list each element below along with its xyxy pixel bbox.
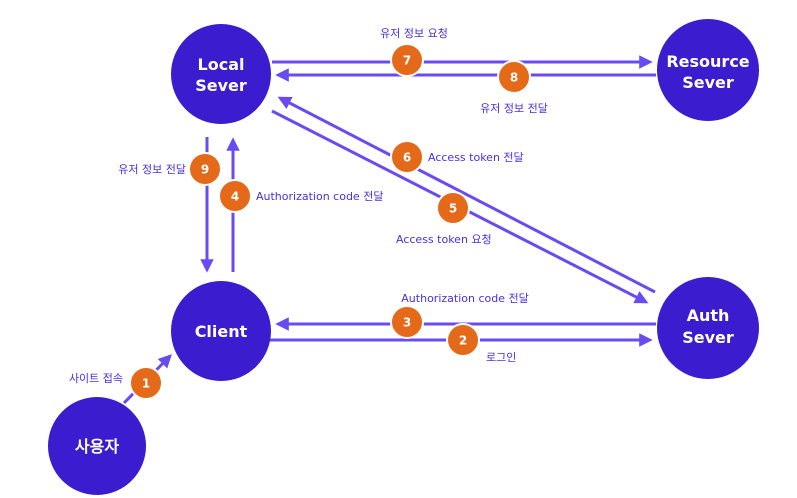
step-2-badge-circle — [446, 323, 480, 357]
node-resource-server: Resource Sever — [657, 19, 759, 121]
node-local-server-line1: Local — [198, 55, 245, 74]
node-resource-server-circle — [657, 19, 759, 121]
node-resource-server-line2: Sever — [682, 73, 734, 92]
node-client-line1: Client — [195, 322, 248, 341]
step-labels: 유저 정보 요청 유저 정보 전달 유저 정보 전달 Authorization… — [69, 27, 548, 385]
step-5-number: 5 — [449, 202, 457, 216]
step-7-badge: 7 — [390, 43, 424, 77]
node-resource-server-line1: Resource — [666, 52, 749, 71]
step-9-label: 유저 정보 전달 — [118, 163, 186, 176]
step-8-label: 유저 정보 전달 — [480, 102, 548, 115]
step-4-number: 4 — [231, 190, 239, 204]
node-auth-server-line1: Auth — [687, 306, 730, 325]
step-6-badge: 6 — [390, 140, 424, 174]
step-3-badge: 3 — [390, 305, 424, 339]
step-3-number: 3 — [403, 316, 411, 330]
step-9-badge-circle — [188, 152, 222, 186]
step-4-badge: 4 — [218, 179, 252, 213]
step-6-number: 6 — [403, 151, 411, 165]
step-8-number: 8 — [510, 71, 518, 85]
step-1-number: 1 — [142, 377, 150, 391]
step-3-label: Authorization code 전달 — [401, 292, 528, 305]
step-2-label: 로그인 — [486, 351, 516, 364]
node-client-circle — [171, 281, 271, 381]
node-local-server-circle — [171, 24, 271, 124]
edge-access-token-response — [277, 96, 656, 294]
node-local-server: Local Sever — [171, 24, 271, 124]
step-7-badge-circle — [390, 43, 424, 77]
node-local-server-line2: Sever — [195, 76, 247, 95]
step-badges: 7 8 9 4 6 5 3 2 — [129, 43, 531, 400]
node-auth-server-circle — [657, 277, 759, 379]
step-2-number: 2 — [459, 334, 467, 348]
step-1-label: 사이트 접속 — [69, 372, 123, 385]
step-3-badge-circle — [390, 305, 424, 339]
step-5-badge: 5 — [436, 191, 470, 225]
step-1-badge: 1 — [129, 366, 163, 400]
node-user: 사용자 — [48, 397, 146, 495]
step-2-badge: 2 — [446, 323, 480, 357]
step-1-badge-circle — [129, 366, 163, 400]
step-4-badge-circle — [218, 179, 252, 213]
step-8-badge: 8 — [497, 60, 531, 94]
node-auth-server: Auth Sever — [657, 277, 759, 379]
step-9-number: 9 — [201, 163, 209, 177]
step-9-badge: 9 — [188, 152, 222, 186]
step-6-badge-circle — [390, 140, 424, 174]
step-6-label: Access token 전달 — [428, 151, 524, 164]
step-8-badge-circle — [497, 60, 531, 94]
step-5-label: Access token 요청 — [396, 233, 492, 246]
step-7-label: 유저 정보 요청 — [380, 27, 448, 40]
node-auth-server-line2: Sever — [682, 328, 734, 347]
step-4-label: Authorization code 전달 — [256, 190, 383, 203]
node-user-line1: 사용자 — [75, 437, 119, 456]
node-client: Client — [171, 281, 271, 381]
node-user-circle — [48, 397, 146, 495]
step-5-badge-circle — [436, 191, 470, 225]
step-7-number: 7 — [403, 54, 411, 68]
